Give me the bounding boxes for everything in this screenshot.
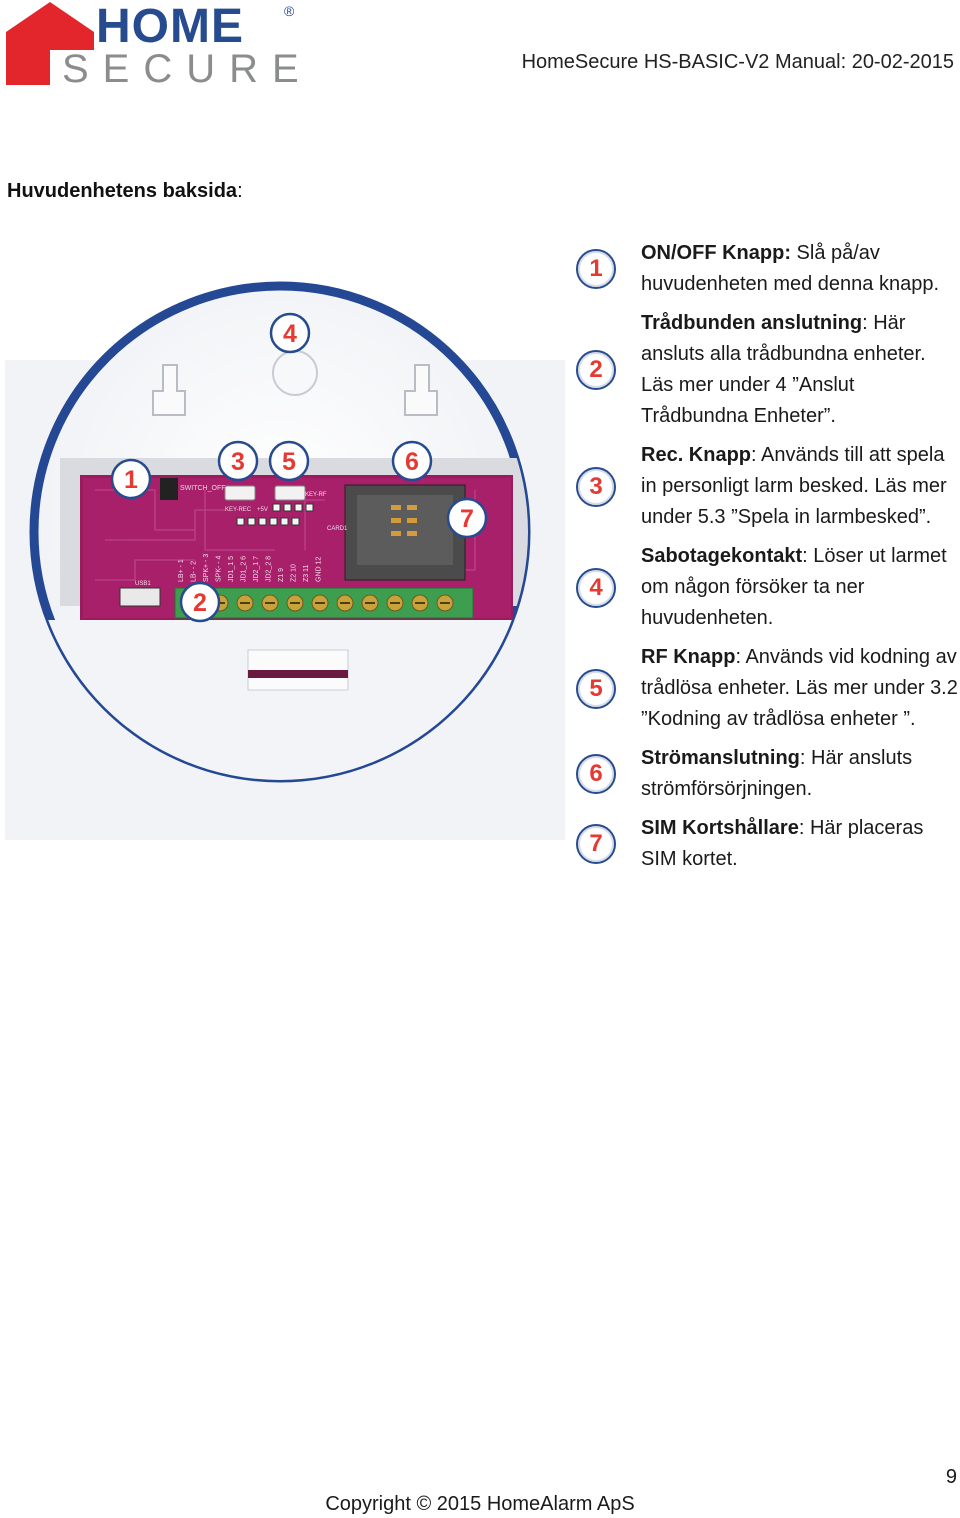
- terminal-label: LB- - 2: [191, 561, 198, 582]
- section-heading: Huvudenhetens baksida:: [7, 180, 243, 203]
- legend-text: Trådbunden anslutning: Här ansluts alla …: [641, 308, 960, 432]
- logo-registered: ®: [284, 3, 295, 19]
- mount-slot-right: [404, 364, 438, 416]
- diagram-marker-number: 4: [283, 320, 297, 348]
- key-rec-label: KEY-REC: [225, 507, 252, 513]
- legend-description: : Här ansluts strömförsörjningen.: [641, 747, 913, 800]
- terminal-label: SPK- - 4: [216, 555, 223, 582]
- logo-home: HOME: [96, 0, 244, 53]
- terminal-label: JD1_2 6: [241, 556, 248, 582]
- legend-item: 6 Strömanslutning: Här ansluts strömförsö…: [572, 743, 960, 805]
- legend-term: ON/OFF Knapp:: [641, 242, 791, 264]
- plus5v-label: +5V: [257, 507, 268, 513]
- diagram-marker-number: 6: [405, 448, 419, 476]
- diagram-marker-number: 7: [460, 505, 474, 533]
- legend-term: RF Knapp: [641, 646, 736, 668]
- legend-number-badge: 3: [576, 466, 616, 507]
- legend-text: SIM Kortshållare: Här placeras SIM korte…: [641, 813, 960, 875]
- legend-number-badge: 7: [576, 824, 616, 864]
- diagram-marker-circle: [391, 440, 433, 482]
- diagram-marker-circle: [217, 440, 259, 482]
- terminal-label: SPK+ - 3: [203, 554, 210, 582]
- terminal-label: Z1 9: [278, 568, 285, 582]
- legend-text: Rec. Knapp: Används till att spela in pe…: [641, 440, 960, 533]
- legend-term: Trådbunden anslutning: [641, 312, 863, 334]
- device-back-illustration: SWITCH_OFF KEY-REC KEY-RF +5V CARD1 LB+ …: [5, 281, 565, 840]
- heading-bold: Huvudenhetens baksida: [7, 180, 238, 202]
- diagram-marker-circle: [179, 581, 221, 623]
- legend-number-badge: 2: [576, 350, 616, 390]
- rf-button: [274, 485, 306, 501]
- legend-text: Sabotagekontakt: Löser ut larmet om någo…: [641, 541, 960, 634]
- diagram-marker-circle: [269, 312, 311, 354]
- terminal-label: JD2_2 8: [266, 556, 273, 582]
- terminal-label: LB+ - 1: [178, 559, 185, 582]
- legend-item: 7 SIM Kortshållare: Här placeras SIM kort…: [572, 813, 960, 875]
- diagram-marker-circle: [446, 497, 488, 539]
- switch-label: SWITCH_OFF: [180, 485, 226, 492]
- legend-term: Strömanslutning: [641, 747, 800, 769]
- copyright: Copyright © 2015 HomeAlarm ApS: [325, 1493, 635, 1515]
- manual-title: HomeSecure HS-BASIC-V2 Manual: 20-02-201…: [521, 51, 954, 73]
- diagram-marker-circle: [268, 440, 310, 482]
- terminal-labels: LB+ - 1 LB- - 2 SPK+ - 3 SPK- - 4 JD1_1 5 JD1…: [178, 554, 323, 582]
- legend-item: 5 RF Knapp: Används vid kodning av trådlö…: [572, 642, 960, 735]
- legend-term: SIM Kortshållare: [641, 817, 799, 839]
- legend-item: 2 Trådbunden anslutning: Här ansluts alla…: [572, 308, 960, 432]
- terminal-label: JD1_1 5: [228, 556, 235, 582]
- legend-description: : Löser ut larmet om någon försöker ta n…: [641, 545, 947, 629]
- legend-term: Rec. Knapp: [641, 444, 752, 466]
- diagram-marker-circle: [110, 458, 152, 500]
- mount-slot-left: [152, 364, 186, 416]
- terminal-label: JD2_1 7: [253, 556, 260, 582]
- sim-label: CARD1: [327, 526, 348, 532]
- legend-number-badge: 1: [576, 249, 616, 289]
- legend-description: : Här ansluts alla trådbundna enheter. L…: [641, 312, 926, 427]
- legend-list: 1 ON/OFF Knapp: Slå på/av huvudenheten me…: [572, 238, 960, 883]
- legend-text: Strömanslutning: Här ansluts strömförsör…: [641, 743, 960, 805]
- logo-secure: SECURE: [62, 47, 306, 90]
- diagram-markers: 1 2 3 4 5 6 7: [110, 312, 488, 623]
- diagram-marker-number: 3: [231, 448, 245, 476]
- legend-term: Sabotagekontakt: [641, 545, 803, 567]
- legend-description: : Används till att spela in personligt l…: [641, 444, 947, 528]
- on-off-switch: [160, 478, 178, 500]
- legend-description: : Används vid kodning av trådlösa enhete…: [641, 646, 958, 730]
- usb-label: USB1: [135, 581, 151, 587]
- terminal-label: Z3 11: [303, 565, 310, 582]
- legend-item: 1 ON/OFF Knapp: Slå på/av huvudenheten me…: [572, 238, 960, 300]
- terminal-label: GND 12: [316, 557, 323, 582]
- legend-item: 4 Sabotagekontakt: Löser ut larmet om någ…: [572, 541, 960, 634]
- diagram-marker-number: 5: [282, 448, 296, 476]
- legend-text: ON/OFF Knapp: Slå på/av huvudenheten med…: [641, 238, 960, 300]
- logo-house-mark: [6, 2, 94, 85]
- rec-button: [224, 485, 256, 501]
- diagram-marker-number: 2: [193, 589, 207, 617]
- legend-description: Slå på/av huvudenheten med denna knapp.: [641, 242, 940, 295]
- tamper-hole: [272, 350, 318, 396]
- legend-number-badge: 5: [576, 668, 616, 709]
- key-rf-label: KEY-RF: [305, 492, 327, 498]
- legend-number-badge: 4: [576, 567, 616, 608]
- page-number: 9: [945, 1466, 957, 1488]
- terminal-label: Z2 10: [291, 564, 298, 582]
- diagram-marker-number: 1: [124, 466, 138, 494]
- legend-description: : Här placeras SIM kortet.: [641, 817, 924, 870]
- legend-item: 3 Rec. Knapp: Används till att spela in p…: [572, 440, 960, 533]
- usb-port: [119, 587, 161, 607]
- legend-number-badge: 6: [576, 754, 616, 794]
- homesecure-logo: HOME ® SECURE: [6, 0, 306, 90]
- legend-text: RF Knapp: Används vid kodning av trådlös…: [641, 642, 960, 735]
- heading-suffix: :: [237, 180, 243, 202]
